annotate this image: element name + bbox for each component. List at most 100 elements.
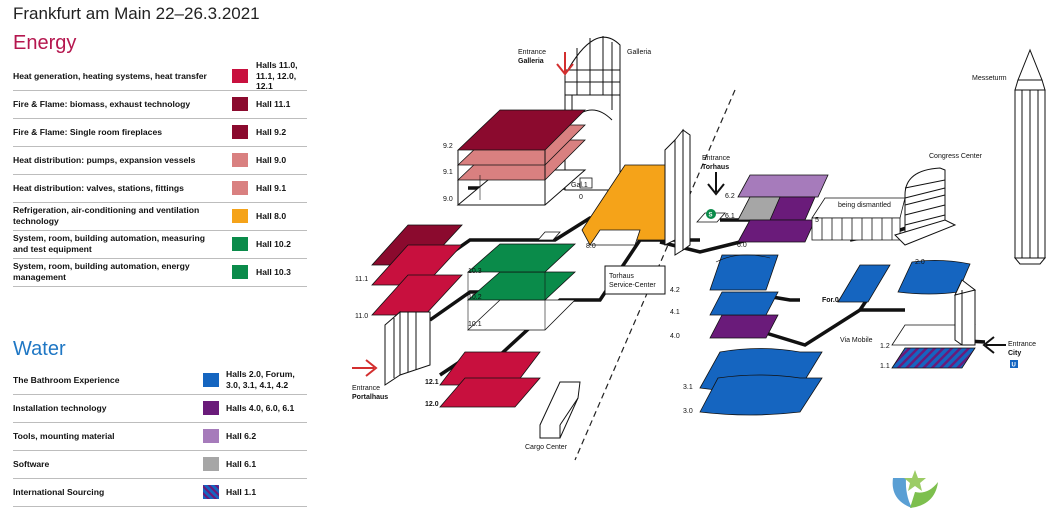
hall-4-1 <box>709 291 779 316</box>
hall-ref: Halls 4.0, 6.0, 6.1 <box>226 402 295 413</box>
hall-label-8-0: 8.0 <box>586 243 596 250</box>
hall-1-1 <box>891 347 976 369</box>
hall-ref: Hall 10.2 <box>256 238 291 249</box>
hall-label-6-2: 6.2 <box>725 193 735 200</box>
hall-label-gal0: 0 <box>579 194 583 201</box>
legend-row-fire-flame-biomass-exhaust-technology: Fire & Flame: biomass, exhaust technolog… <box>13 90 307 119</box>
via-mobile-label: Via Mobile <box>840 337 873 344</box>
entrance-torhaus-name: Torhaus <box>702 164 729 171</box>
hall-ref: Hall 10.3 <box>256 266 291 277</box>
u-bahn-icon <box>1010 360 1018 368</box>
color-swatch <box>203 401 219 415</box>
portalhaus-building <box>384 310 431 386</box>
hall-label-12-1: 12.1 <box>425 379 439 386</box>
hall-ref: Hall 9.0 <box>256 154 287 165</box>
hall-4-2 <box>709 254 779 291</box>
cargo-center-building <box>539 381 581 439</box>
hall-label-4-2: 4.2 <box>670 287 680 294</box>
color-swatch <box>203 457 219 471</box>
water-section-title: Water <box>13 338 66 360</box>
hall-label-gal1: Gal.1 <box>571 182 588 189</box>
legend-row-system-room-building-automation-energy-m: System, room, building automation, energ… <box>13 258 307 287</box>
hall-ref: Hall 9.1 <box>256 182 287 193</box>
legend-label: Refrigeration, air-conditioning and vent… <box>13 205 200 226</box>
hall-4-0 <box>709 314 779 339</box>
hall-label-forum: For.0 <box>822 297 839 304</box>
hall-label-5: 5 <box>815 217 819 224</box>
torhaus-building <box>604 128 691 295</box>
dismantled-label: being dismantled <box>838 202 891 209</box>
hall-10-1 <box>466 299 576 331</box>
galleria-label: Galleria <box>627 49 651 56</box>
legend-label: System, room, building automation, measu… <box>13 233 205 254</box>
hall-label-4-1: 4.1 <box>670 309 680 316</box>
legend-label: The Bathroom Experience <box>13 374 120 385</box>
color-swatch <box>232 97 248 111</box>
color-swatch <box>232 265 248 279</box>
entrance-city-label: Entrance <box>1008 341 1036 348</box>
legend-label: Fire & Flame: Single room fireplaces <box>13 126 163 137</box>
hall-label-12-0: 12.0 <box>425 401 439 408</box>
congress-center-building <box>894 167 957 246</box>
hall-12-0 <box>439 377 541 408</box>
energy-section-title: Energy <box>13 32 77 54</box>
tower-city <box>954 279 977 346</box>
messeturm-label: Messeturm <box>972 75 1007 82</box>
hall-label-10-3: 10.3 <box>468 268 482 275</box>
hall-ref: Hall 1.1 <box>226 486 257 497</box>
hall-label-9-1: 9.1 <box>443 169 453 176</box>
legend-row-heat-distribution-pumps-expansion-vessel: Heat distribution: pumps, expansion vess… <box>13 146 307 175</box>
entrance-galleria-label: Entrance <box>518 49 546 56</box>
hall-label-3-0: 3.0 <box>683 408 693 415</box>
hall-4-wave <box>715 254 771 263</box>
hall-label-6-0: 6.0 <box>737 242 747 249</box>
hall-8-entry <box>589 229 641 246</box>
color-swatch <box>232 125 248 139</box>
color-swatch <box>203 485 219 499</box>
hall-ref: Hall 9.2 <box>256 126 287 137</box>
hall-label-9-0: 9.0 <box>443 196 453 203</box>
hall-9-2 <box>457 109 586 151</box>
color-swatch <box>203 373 219 387</box>
legend-label: Installation technology <box>13 402 107 413</box>
legend-label: Software <box>13 458 50 469</box>
legend-row-system-room-building-automation-measurin: System, room, building automation, measu… <box>13 230 307 259</box>
legend-row-heat-distribution-valves-stations-fittin: Heat distribution: valves, stations, fit… <box>13 174 307 203</box>
legend-row-refrigeration-air-conditioning-and-venti: Refrigeration, air-conditioning and vent… <box>13 202 307 231</box>
entrance-galleria-arrow-icon <box>556 52 574 76</box>
entrance-portal-label: Entrance <box>352 385 380 392</box>
cargo-label: Cargo Center <box>525 444 568 451</box>
page-title: Frankfurt am Main 22–26.3.2021 <box>13 4 260 23</box>
hall-ref: Halls 2.0, Forum, 3.0, 3.1, 4.1, 4.2 <box>226 369 295 390</box>
color-swatch <box>232 181 248 195</box>
hall-ref: Halls 11.0, 11.1, 12.0, 12.1 <box>256 59 298 92</box>
hall-label-11-1: 11.1 <box>355 276 368 283</box>
hall-10-3 <box>466 243 577 273</box>
hall-6-0 <box>737 219 816 243</box>
entrance-portal-name: Portalhaus <box>352 394 388 401</box>
legend-row-international-sourcing: International Sourcing Hall 1.1 <box>13 478 307 507</box>
hall-label-10-1: 10.1 <box>468 321 482 328</box>
legend-row-fire-flame-single-room-fireplaces: Fire & Flame: Single room fireplaces Hall… <box>13 118 307 147</box>
hall-label-6-1: 6.1 <box>725 213 735 220</box>
entrance-torhaus-arrow-icon <box>707 172 725 196</box>
congress-label: Congress Center <box>929 153 983 160</box>
small-hall-block <box>537 231 561 241</box>
hall-ref: Hall 6.2 <box>226 430 257 441</box>
entrance-portalhaus-arrow-icon <box>352 359 378 377</box>
hall-label-2-0: 2.0 <box>915 259 925 266</box>
color-swatch <box>232 237 248 251</box>
messeturm-tower <box>1013 48 1047 265</box>
hall-label-10-2: 10.2 <box>468 294 482 301</box>
torhaus-sc-label-2: Service-Center <box>609 282 656 289</box>
hall-10-2 <box>466 271 577 301</box>
hall-ref: Hall 6.1 <box>226 458 257 469</box>
hall-label-4-0: 4.0 <box>670 333 680 340</box>
entrance-galleria-name: Galleria <box>518 58 544 65</box>
legend-label: International Sourcing <box>13 486 105 497</box>
legend-label: Heat generation, heating systems, heat t… <box>13 70 207 81</box>
torhaus-sc-label-1: Torhaus <box>609 273 634 280</box>
legend-label: Heat distribution: pumps, expansion vess… <box>13 154 196 165</box>
entrance-city-arrow-icon <box>982 336 1006 354</box>
legend-row-heat-generation-heating-systems-heat-tra: Heat generation, heating systems, heat t… <box>13 59 307 92</box>
